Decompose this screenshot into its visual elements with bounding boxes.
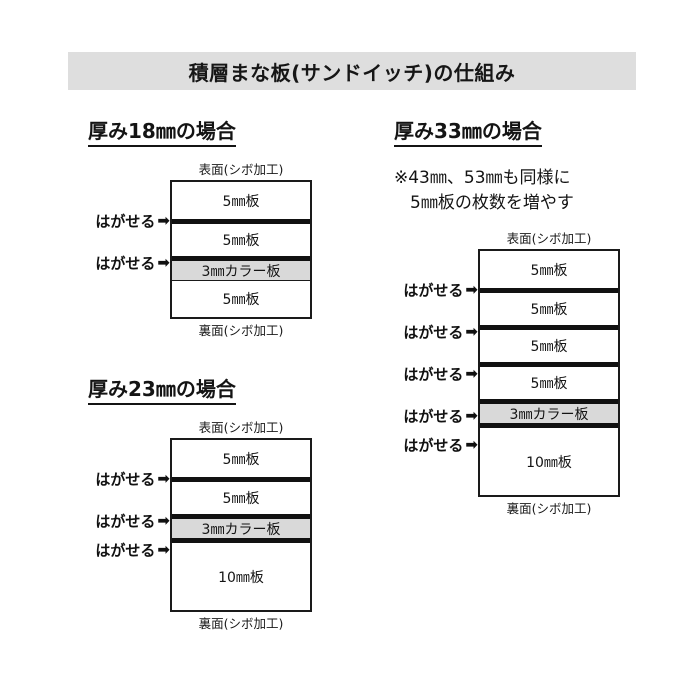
layer-thickness-33-0: 5㎜板 [480, 251, 618, 288]
peel-callout-thickness-23-2: はがせる➡ [82, 511, 170, 532]
page-title-banner: 積層まな板(サンドイッチ)の仕組み [68, 52, 636, 90]
layer-thickness-23-2: 3㎜カラー板 [172, 514, 310, 538]
face-label-bottom-23mm: 裏面(シボ加工) [198, 616, 284, 631]
peel-label: はがせる [403, 323, 464, 342]
layer-label: 5㎜板 [530, 262, 568, 279]
right-arrow-icon: ➡ [157, 211, 170, 230]
layer-label: 5㎜板 [530, 339, 568, 355]
face-label-bottom-33mm: 裏面(シボ加工) [506, 501, 592, 516]
layer-label: 10㎜板 [218, 569, 264, 586]
right-arrow-icon: ➡ [465, 322, 478, 341]
peel-callout-thickness-33-4: はがせる➡ [390, 406, 478, 427]
layer-thickness-33-4: 3㎜カラー板 [480, 399, 618, 423]
layer-label: 3㎜カラー板 [201, 263, 281, 280]
peel-callout-thickness-18-2: はがせる➡ [82, 253, 170, 274]
face-label-top-23mm: 表面(シボ加工) [198, 420, 284, 435]
peel-label: はがせる [95, 254, 156, 273]
right-arrow-icon: ➡ [157, 253, 170, 272]
peel-label: はがせる [95, 512, 156, 531]
layer-label: 3㎜カラー板 [201, 521, 281, 538]
layer-label: 5㎜板 [222, 491, 260, 507]
layer-stack-33mm: 5㎜板 5㎜板 5㎜板 5㎜板 3㎜カラー板 10㎜板 [478, 249, 620, 497]
peel-callout-thickness-23-3: はがせる➡ [82, 540, 170, 561]
layer-label: 5㎜板 [222, 292, 260, 308]
peel-callout-thickness-33-3: はがせる➡ [390, 364, 478, 385]
peel-callout-thickness-18-1: はがせる➡ [82, 211, 170, 232]
layer-thickness-33-5: 10㎜板 [480, 423, 618, 495]
layer-label: 5㎜板 [222, 451, 260, 468]
peel-label: はがせる [403, 407, 464, 426]
layer-thickness-18-2: 3㎜カラー板 [172, 256, 310, 280]
layer-label: 3㎜カラー板 [509, 406, 589, 423]
layer-label: 5㎜板 [530, 376, 568, 392]
layer-stack-23mm: 5㎜板 5㎜板 3㎜カラー板 10㎜板 [170, 438, 312, 612]
right-arrow-icon: ➡ [465, 406, 478, 425]
layer-thickness-33-1: 5㎜板 [480, 288, 618, 325]
peel-label: はがせる [95, 541, 156, 560]
layer-thickness-18-1: 5㎜板 [172, 219, 310, 256]
section-note-33mm-line1: ※43㎜、53㎜も同様に [394, 168, 571, 188]
layer-label: 5㎜板 [530, 302, 568, 318]
peel-label: はがせる [403, 281, 464, 300]
right-arrow-icon: ➡ [157, 511, 170, 530]
face-label-bottom-18mm: 裏面(シボ加工) [198, 323, 284, 338]
layer-label: 5㎜板 [222, 193, 260, 210]
face-label-top-33mm: 表面(シボ加工) [506, 231, 592, 246]
layer-label: 5㎜板 [222, 233, 260, 249]
layer-thickness-23-0: 5㎜板 [172, 440, 310, 477]
right-arrow-icon: ➡ [157, 469, 170, 488]
peel-label: はがせる [403, 436, 464, 455]
layer-thickness-18-0: 5㎜板 [172, 182, 310, 219]
layer-label: 10㎜板 [526, 454, 572, 471]
section-heading-23mm: 厚み23㎜の場合 [88, 378, 236, 405]
layer-stack-18mm: 5㎜板 5㎜板 3㎜カラー板 5㎜板 [170, 180, 312, 319]
peel-callout-thickness-23-1: はがせる➡ [82, 469, 170, 490]
face-label-top-18mm: 表面(シボ加工) [198, 162, 284, 177]
peel-callout-thickness-33-1: はがせる➡ [390, 280, 478, 301]
layer-thickness-33-2: 5㎜板 [480, 325, 618, 362]
section-note-33mm-line2: 5㎜板の枚数を増やす [410, 192, 574, 213]
right-arrow-icon: ➡ [157, 540, 170, 559]
right-arrow-icon: ➡ [465, 435, 478, 454]
peel-label: はがせる [95, 470, 156, 489]
layer-thickness-23-3: 10㎜板 [172, 538, 310, 610]
layer-thickness-18-3: 5㎜板 [172, 280, 310, 317]
peel-label: はがせる [403, 365, 464, 384]
stack-diagram-33mm: 表面(シボ加工) 5㎜板 5㎜板 5㎜板 5㎜板 3㎜カラー板 10㎜板 裏面(シボ加工) [478, 231, 620, 516]
section-heading-18mm: 厚み18㎜の場合 [88, 120, 236, 147]
peel-callout-thickness-33-2: はがせる➡ [390, 322, 478, 343]
section-heading-33mm: 厚み33㎜の場合 [394, 120, 542, 147]
stack-diagram-23mm: 表面(シボ加工) 5㎜板 5㎜板 3㎜カラー板 10㎜板 裏面(シボ加工) [170, 420, 312, 631]
right-arrow-icon: ➡ [465, 280, 478, 299]
section-note-33mm: ※43㎜、53㎜も同様に 5㎜板の枚数を増やす [394, 166, 574, 215]
peel-label: はがせる [95, 212, 156, 231]
stack-diagram-18mm: 表面(シボ加工) 5㎜板 5㎜板 3㎜カラー板 5㎜板 裏面(シボ加工) [170, 162, 312, 338]
peel-callout-thickness-33-5: はがせる➡ [390, 435, 478, 456]
layer-thickness-33-3: 5㎜板 [480, 362, 618, 399]
right-arrow-icon: ➡ [465, 364, 478, 383]
layer-thickness-23-1: 5㎜板 [172, 477, 310, 514]
page-title: 積層まな板(サンドイッチ)の仕組み [188, 60, 516, 85]
